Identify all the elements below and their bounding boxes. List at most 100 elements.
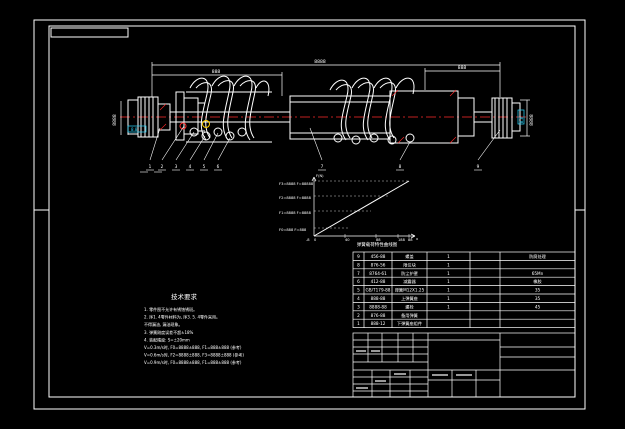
notes-line: V=0.9m/s时, F0=8888±888, F1=888±888 (参考) [144, 359, 242, 365]
parts-table-cell: 65Mn [532, 271, 544, 276]
right-end-dimension-label: 8888 [529, 114, 535, 126]
chart-series-label-1: F3=8888 F=88888 [279, 182, 314, 186]
y-axis-arrow [311, 176, 317, 182]
part-balloon: 9 [474, 164, 482, 171]
chart-series-label-3: F1=8888 F=8888 [279, 211, 312, 215]
parts-table-cell: 7 [357, 271, 360, 276]
left-eye-mount [127, 96, 171, 138]
left-tolerance-box [127, 125, 147, 133]
parts-table-cell: 防腐处理 [529, 253, 547, 260]
part-balloon-label: 4 [189, 164, 192, 169]
chart-x-tick-5: 188 [398, 238, 406, 242]
x-axis-arrow [410, 233, 416, 239]
parts-table-border [352, 251, 576, 328]
part-balloon-label: 5 [203, 164, 206, 169]
parts-table-cell: 弹簧M12X1.25 [395, 287, 425, 294]
part-balloon-label: 3 [175, 164, 178, 169]
parts-table-cell: 上弹簧座 [401, 295, 418, 302]
parts-table-cell: 5 [357, 288, 360, 293]
right-span-dimension-label: 888 [458, 65, 467, 71]
part-balloon-label: 7 [321, 164, 324, 169]
chart-x-tick-1: -8 [306, 238, 310, 242]
part-balloons: 1 2 3 4 5 6 7 8 9 [146, 164, 482, 171]
dimension-lines [120, 62, 530, 137]
part-balloon-label: 9 [477, 164, 480, 169]
part-balloon-label: 8 [399, 164, 402, 169]
part-balloon: 8 [396, 164, 404, 171]
chart-x-tick-6: 88 [408, 238, 413, 242]
parts-table-cell: 1 [447, 304, 450, 309]
chart-x-tick-2: 0 [314, 238, 317, 242]
parts-table-cell: 1 [447, 296, 450, 301]
notes-title: 技术要求 [171, 292, 198, 301]
part-leaders [140, 125, 501, 173]
technical-requirements: 技术要求 1. 零件图不允许有锈蚀锈斑。 2. 序1. 4零件材料为, 序3. 5… [144, 292, 244, 365]
notes-line: 2. 序1. 4零件材料为, 序3. 5. 4零件采用。 [144, 314, 220, 320]
parts-table-cell: 1 [447, 262, 450, 267]
part-balloon-label: 1 [149, 164, 152, 169]
notes-line: 3. 弹簧刚度误差不超±18% [144, 329, 194, 335]
part-balloon-label: 6 [217, 164, 220, 169]
spring-characteristic-chart: F(N) F3=8888 F=88888 F2=8888 F=8888 F1=8… [279, 174, 419, 248]
part-balloon-label: 2 [161, 164, 164, 169]
coil-spring-left [186, 75, 272, 143]
overall-dimension-label: 8888 [314, 59, 326, 65]
parts-table-cell: 9 [357, 254, 360, 259]
parts-table-cell: 备用弹簧 [401, 312, 418, 319]
shock-absorber-assembly [120, 75, 528, 145]
parts-table-cell: 35 [535, 288, 541, 293]
parts-table-cell: 4 [357, 296, 360, 301]
part-balloon: 7 [318, 164, 326, 171]
top-left-code-box [50, 27, 129, 38]
parts-table-cell: 888-88 [371, 296, 386, 301]
chart-guides [314, 180, 410, 238]
chart-y-label: F(N) [316, 174, 324, 178]
parts-table-cell: 防尘护罩 [401, 270, 418, 277]
parts-table-cell: 8764-61 [369, 271, 387, 276]
notes-line: V=0.3m/s时, F0=8888±888, F1=888±888 (参考) [144, 344, 242, 350]
right-tolerance-box [517, 109, 525, 125]
part-balloon: 6 [214, 164, 222, 171]
chart-series-label-4: F0=888 F=888 [279, 228, 307, 232]
parts-table-cell: 1 [357, 321, 360, 326]
parts-table-cell: 限位块 [403, 261, 416, 268]
parts-table-cell: 螺盖 [405, 253, 413, 260]
parts-table-cell: 橡胶 [533, 278, 541, 285]
left-span-dimension-label: 888 [212, 69, 221, 75]
parts-table-cell: 下弹簧座组件 [397, 320, 422, 327]
part-balloon: 3 [172, 164, 180, 171]
chart-x-tick-4: 88 [376, 238, 381, 242]
parts-table-cell: 减震器 [403, 278, 416, 285]
title-block-scribble [356, 350, 472, 389]
parts-table-cell: 456-88 [371, 254, 386, 259]
outer-frame [33, 19, 586, 410]
coil-spring-right [329, 77, 415, 141]
parts-table-cell: 1 [447, 271, 450, 276]
title-block [352, 332, 576, 398]
notes-line: 不得漏油, 漏油现象。 [144, 321, 183, 327]
parts-table-cell: 45 [535, 304, 541, 309]
chart-line [313, 180, 410, 237]
parts-table-cell: 1 [447, 279, 450, 284]
piston-rod [170, 111, 290, 123]
notes-line: 1. 零件图不允许有锈蚀锈斑。 [144, 306, 197, 312]
parts-table-cell: 888-12 [371, 321, 386, 326]
parts-table-cell: 6 [357, 279, 360, 284]
parts-table-cell: 35 [535, 296, 541, 301]
parts-table-cell: 1 [447, 254, 450, 259]
parts-table-cell: GB/T179-88 [366, 288, 391, 293]
parts-table-cell: 1 [447, 288, 450, 293]
parts-table-cell: 8888-88 [369, 304, 387, 309]
chart-series-label-2: F2=8888 F=8888 [279, 196, 312, 200]
parts-table-cell: 螺栓 [405, 303, 414, 310]
part-balloon: 1 [146, 164, 154, 171]
parts-table-cell: 412-88 [371, 279, 386, 284]
parts-table-cell: 8 [357, 262, 360, 267]
side-tolerance-boxes [127, 109, 525, 133]
chart-x-unit: x [416, 237, 419, 241]
part-balloon: 4 [186, 164, 194, 171]
